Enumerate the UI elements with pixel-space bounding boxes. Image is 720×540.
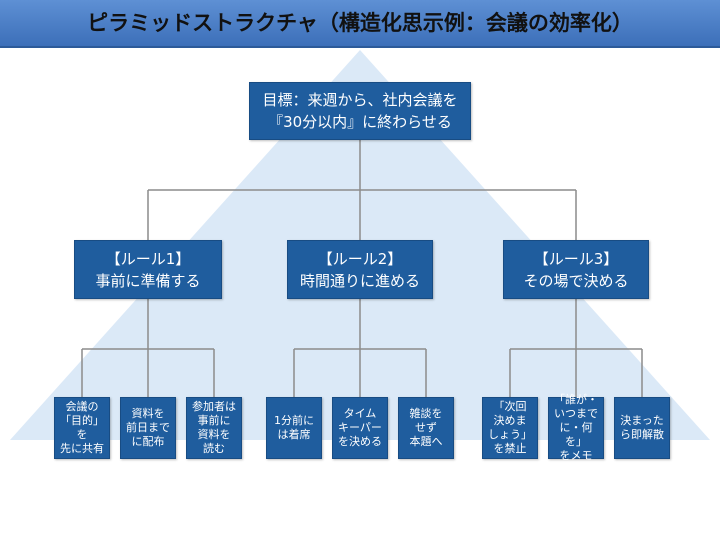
rule-label: 【ルール1】 事前に準備する <box>95 249 201 290</box>
leaf-box: 「誰が・ いつまで に・何を」 をメモ <box>548 393 604 462</box>
rule-label: 【ルール3】 その場で決める <box>523 249 629 290</box>
connectors <box>81 140 643 397</box>
leaf-text: 資料を 前日まで に配布 <box>126 407 170 448</box>
leaf-box: 資料を 前日まで に配布 <box>120 397 176 459</box>
leaf-text: 「誰が・ いつまで に・何を」 をメモ <box>554 393 598 462</box>
connector-goal-to-rules <box>147 140 577 240</box>
leaf-text: 1分前に は着席 <box>274 414 314 441</box>
leaf-box: 雑談を せず 本題へ <box>398 397 454 459</box>
rule-box-3: 【ルール3】 その場で決める <box>503 240 649 299</box>
goal-text: 目標：来週から、社内会議を 『30分以内』に終わらせる <box>262 91 458 131</box>
rule-label: 【ルール2】 時間通りに進める <box>299 249 420 290</box>
leaf-box: 決まった ら即解散 <box>614 397 670 459</box>
leaf-box: タイム キーパー を決める <box>332 397 388 459</box>
leaf-text: タイム キーパー を決める <box>338 407 382 448</box>
leaf-box: 「次回 決めま しょう」 を禁止 <box>482 397 538 459</box>
leaf-text: 雑談を せず 本題へ <box>409 407 443 448</box>
leaf-box: 会議の 「目的」を 先に共有 <box>54 397 110 459</box>
leaf-text: 決まった ら即解散 <box>620 414 664 441</box>
connector-rule1-to-leaves <box>81 299 215 397</box>
leaf-box: 参加者は 事前に 資料を 読む <box>186 397 242 459</box>
page-title: ピラミッドストラクチャ（構造化思示例：会議の効率化） <box>87 11 633 35</box>
goal-box: 目標：来週から、社内会議を 『30分以内』に終わらせる <box>249 82 471 140</box>
rule-box-2: 【ルール2】 時間通りに進める <box>287 240 433 299</box>
leaf-box: 1分前に は着席 <box>266 397 322 459</box>
connector-rule2-to-leaves <box>293 299 427 397</box>
leaf-text: 参加者は 事前に 資料を 読む <box>192 400 236 455</box>
title-bar <box>0 0 720 48</box>
rule-box-1: 【ルール1】 事前に準備する <box>74 240 222 299</box>
leaf-text: 会議の 「目的」を 先に共有 <box>60 400 104 455</box>
connector-rule3-to-leaves <box>509 299 643 397</box>
leaf-text: 「次回 決めま しょう」 を禁止 <box>488 400 532 455</box>
